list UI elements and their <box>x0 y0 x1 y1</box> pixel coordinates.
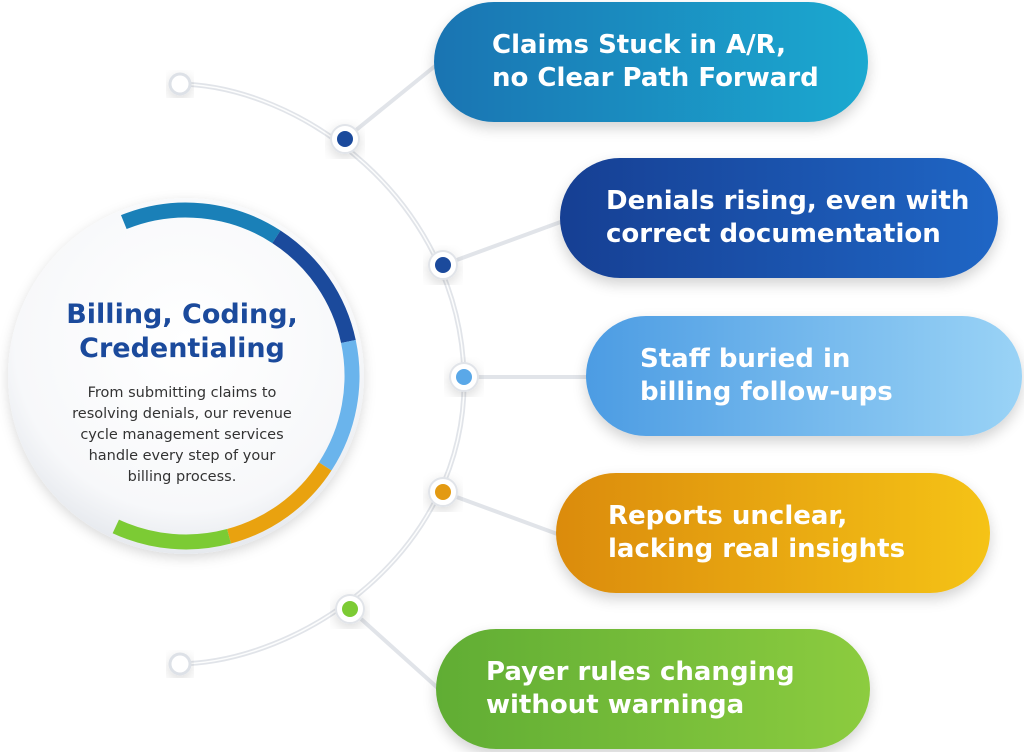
arc-end-cap-bottom <box>168 652 192 676</box>
node-dot-2 <box>435 257 451 273</box>
ring-segment-4 <box>226 462 332 544</box>
pill-2-line-1: Denials rising, even with <box>606 186 970 216</box>
pain-point-pill-1: Claims Stuck in A/R,no Clear Path Forwar… <box>434 2 868 122</box>
ring-segment-1 <box>120 202 281 244</box>
ring-segment-5 <box>112 519 231 550</box>
pill-5-line-1: Payer rules changing <box>486 657 795 687</box>
node-dot-1 <box>337 131 353 147</box>
pill-4-line-1: Reports unclear, <box>608 501 848 531</box>
spoke-5 <box>348 607 442 692</box>
spoke-1 <box>343 60 442 141</box>
pill-3-line-2: billing follow-ups <box>640 377 893 407</box>
node-dot-4 <box>435 484 451 500</box>
center-description-line-1: From submitting claims to <box>87 385 277 401</box>
arc-end-cap-top <box>168 72 192 96</box>
ring-segment-3 <box>318 339 360 471</box>
center-description-line-5: billing process. <box>127 469 237 485</box>
center-description-line-4: handle every step of your <box>88 448 276 464</box>
pill-1-line-1: Claims Stuck in A/R, <box>492 30 786 60</box>
center-title-line-1: Billing, Coding, <box>66 299 298 330</box>
pill-5-line-2: without warninga <box>486 690 745 720</box>
center-title: Billing, Coding, Credentialing <box>40 298 324 366</box>
node-dots <box>330 124 479 624</box>
center-title-line-2: Credentialing <box>79 333 285 364</box>
center-disc <box>8 198 364 554</box>
center-ring <box>112 202 360 550</box>
center-description: From submitting claims to resolving deni… <box>50 383 314 488</box>
pill-4-line-2: lacking real insights <box>608 534 906 564</box>
spoke-2 <box>442 218 567 267</box>
pill-1-line-2: no Clear Path Forward <box>492 63 819 93</box>
pill-2-line-2: correct documentation <box>606 219 941 249</box>
pill-3-line-1: Staff buried in <box>640 344 851 374</box>
ring-segment-2 <box>272 230 356 344</box>
center-description-line-2: resolving denials, our revenue <box>72 406 292 422</box>
spokes <box>343 60 590 692</box>
node-dot-3 <box>456 369 472 385</box>
spoke-4 <box>442 490 561 537</box>
pain-point-pill-4: Reports unclear,lacking real insights <box>556 473 990 593</box>
center-description-line-3: cycle management services <box>80 427 284 443</box>
node-dot-5 <box>342 601 358 617</box>
